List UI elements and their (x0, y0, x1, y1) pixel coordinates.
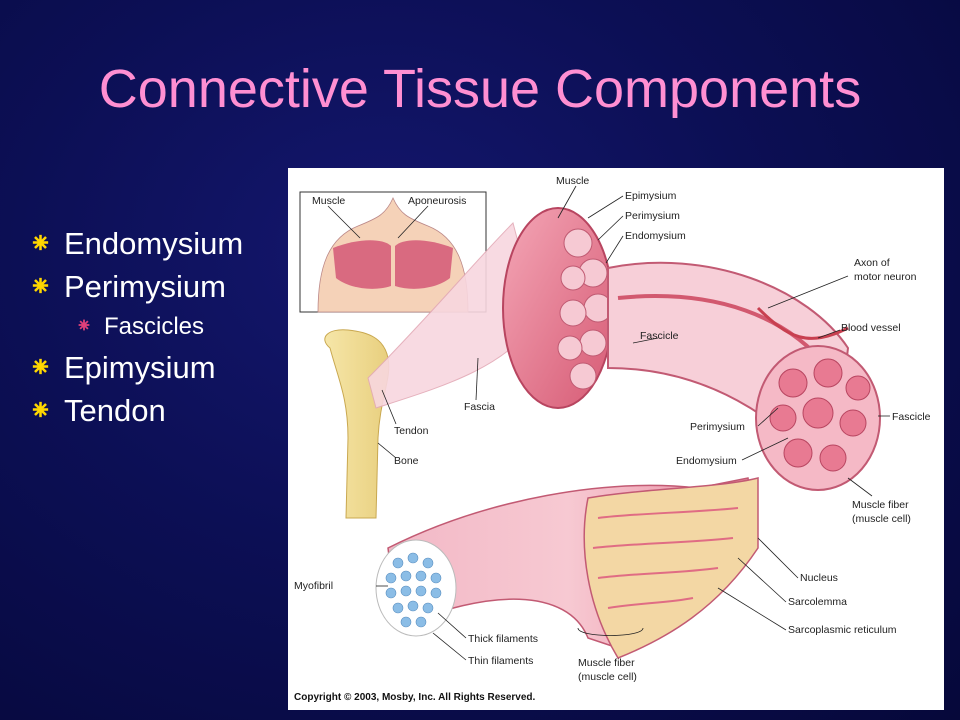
bone-shape (324, 329, 390, 519)
label-myofibril: Myofibril (294, 580, 333, 592)
label-sarcoplasmic-reticulum: Sarcoplasmic reticulum (788, 624, 897, 636)
label-axon-line2: motor neuron (854, 271, 917, 283)
label-muscle-fiber-line2: (muscle cell) (852, 513, 911, 525)
bullet-text: Epimysium (64, 350, 216, 385)
label-thick-filaments: Thick filaments (468, 633, 538, 645)
bullet-item: Epimysium (28, 346, 243, 389)
bullet-text: Endomysium (64, 226, 244, 261)
muscle-anatomy-figure: Muscle Aponeurosis Muscle Epimysium Peri… (288, 168, 944, 710)
bullet-item: Endomysium (28, 222, 243, 265)
sunburst-sub-bullet-icon (78, 319, 90, 331)
bullet-item: Perimysium (28, 265, 243, 308)
label-muscle-fiber-bottom-line1: Muscle fiber (578, 657, 635, 669)
bullet-item: Tendon (28, 389, 243, 432)
label-blood-vessel: Blood vessel (841, 322, 901, 334)
label-epimysium: Epimysium (625, 190, 677, 202)
label-nucleus: Nucleus (800, 572, 838, 584)
label-fascicle-left: Fascicle (640, 330, 679, 342)
label-fascicle-right: Fascicle (892, 411, 931, 423)
label-muscle-fiber-line1: Muscle fiber (852, 499, 909, 511)
slide-title: Connective Tissue Components (98, 59, 862, 119)
copyright-text: Copyright © 2003, Mosby, Inc. All Rights… (294, 692, 536, 703)
label-sarcolemma: Sarcolemma (788, 596, 847, 608)
label-bone: Bone (394, 455, 419, 467)
label-endomysium-mid: Endomysium (676, 455, 737, 467)
bullet-text: Perimysium (64, 269, 226, 304)
bullet-list: Endomysium Perimysium Fascicles Epimysiu… (28, 222, 243, 432)
label-tendon: Tendon (394, 425, 429, 437)
figure-labels: Muscle Aponeurosis Muscle Epimysium Peri… (294, 175, 931, 703)
sunburst-bullet-icon (32, 277, 49, 294)
label-perimysium-mid: Perimysium (690, 421, 745, 433)
sunburst-bullet-icon (32, 401, 49, 418)
label-aponeurosis: Aponeurosis (408, 195, 466, 207)
label-endomysium-top: Endomysium (625, 230, 686, 242)
sub-bullet-text: Fascicles (104, 313, 205, 340)
label-thin-filaments: Thin filaments (468, 655, 533, 667)
label-muscle-inset: Muscle (312, 195, 345, 207)
label-fascia: Fascia (464, 401, 495, 413)
label-perimysium-top: Perimysium (625, 210, 680, 222)
label-muscle: Muscle (556, 175, 589, 187)
label-muscle-fiber-bottom-line2: (muscle cell) (578, 671, 637, 683)
sunburst-bullet-icon (32, 234, 49, 251)
bullet-text: Tendon (64, 393, 166, 428)
sunburst-bullet-icon (32, 358, 49, 375)
muscle-anatomy-illustration: Muscle Aponeurosis Muscle Epimysium Peri… (294, 175, 931, 703)
sub-bullet-item: Fascicles (28, 308, 243, 346)
label-axon-line1: Axon of (854, 257, 890, 269)
